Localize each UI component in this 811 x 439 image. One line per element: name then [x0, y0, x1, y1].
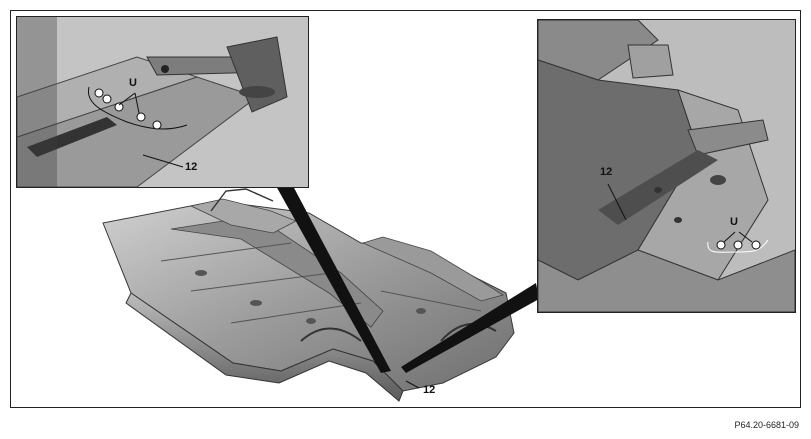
- left-leader-12: [142, 154, 184, 168]
- detail-inset-left: U 12: [16, 16, 309, 188]
- floor-assembly-drawing: [11, 11, 800, 407]
- leader-wedge-right: [401, 283, 539, 373]
- leader-wedge-left: [276, 186, 391, 373]
- detail-inset-right-svg: [538, 20, 795, 312]
- bolt-group-left: [87, 86, 188, 130]
- callout-u-right: U: [730, 216, 738, 228]
- callout-12-main: 12: [423, 384, 436, 396]
- callout-u-left: U: [129, 77, 137, 89]
- figure-reference-id: P64.20-6681-09: [734, 420, 799, 430]
- right-leader-12: [607, 183, 627, 221]
- detail-inset-right: 12 U: [537, 19, 796, 313]
- callout-12-right: 12: [600, 166, 613, 178]
- floor-assembly-svg: [102, 186, 539, 402]
- main-leader-12: [405, 380, 420, 389]
- detail-inset-left-svg: [17, 17, 308, 187]
- illustration-frame: U 12 12 U: [10, 10, 801, 408]
- callout-12-left: 12: [185, 161, 198, 173]
- bolt-group-right: [707, 231, 769, 253]
